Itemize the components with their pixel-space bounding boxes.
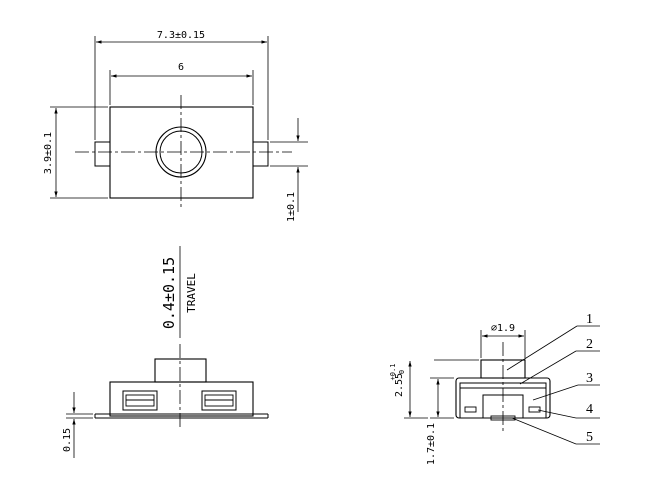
front-left-window bbox=[122, 390, 158, 411]
front-actuator bbox=[154, 358, 207, 383]
leader-4 bbox=[537, 409, 577, 419]
dim-diameter-label: ⌀1.9 bbox=[491, 323, 515, 334]
part-number-1: 1 bbox=[586, 312, 593, 327]
front-view: 0.4±0.15 TRAVEL 0.15 bbox=[62, 246, 269, 458]
dim-overall-width-label: 7.3±0.15 bbox=[157, 30, 205, 41]
part-number-3: 3 bbox=[586, 371, 593, 386]
dim-total-height-tol-lower: 0 bbox=[398, 370, 406, 374]
dim-body-width-label: 6 bbox=[178, 62, 184, 73]
dim-thickness-label: 0.15 bbox=[62, 428, 73, 452]
dim-height-label: 3.9±0.1 bbox=[43, 132, 54, 174]
front-right-window-inner bbox=[204, 394, 234, 407]
dim-terminal-width-label: 1±0.1 bbox=[286, 192, 297, 222]
leader-5 bbox=[511, 417, 577, 445]
travel-caption: TRAVEL bbox=[185, 273, 198, 313]
front-body-outline bbox=[109, 381, 254, 417]
dim-total-height-tol-upper: +0.1 bbox=[389, 364, 397, 381]
side-right-slot bbox=[528, 406, 541, 413]
front-right-window bbox=[201, 390, 237, 411]
side-left-slot bbox=[464, 406, 477, 413]
part-number-4: 4 bbox=[586, 402, 593, 417]
leader-1 bbox=[506, 325, 578, 371]
top-right-terminal bbox=[252, 141, 269, 167]
top-body-outline bbox=[109, 106, 254, 199]
part-number-5: 5 bbox=[586, 430, 593, 445]
front-left-window-inner bbox=[125, 394, 155, 407]
leader-2 bbox=[519, 350, 577, 385]
travel-value-label: 0.4±0.15 bbox=[160, 257, 178, 329]
leader-3 bbox=[532, 384, 579, 401]
side-view: ⌀1.9 2.55 +0.1 0 1.7±0.1 1 2 3 bbox=[389, 312, 600, 465]
top-view: 7.3±0.15 6 3.9±0.1 1±0.1 bbox=[43, 30, 308, 222]
dim-total-height-label: 2.55 bbox=[394, 373, 405, 397]
top-left-terminal bbox=[94, 141, 111, 167]
part-number-2: 2 bbox=[586, 337, 593, 352]
dim-body-height-label: 1.7±0.1 bbox=[426, 423, 437, 465]
